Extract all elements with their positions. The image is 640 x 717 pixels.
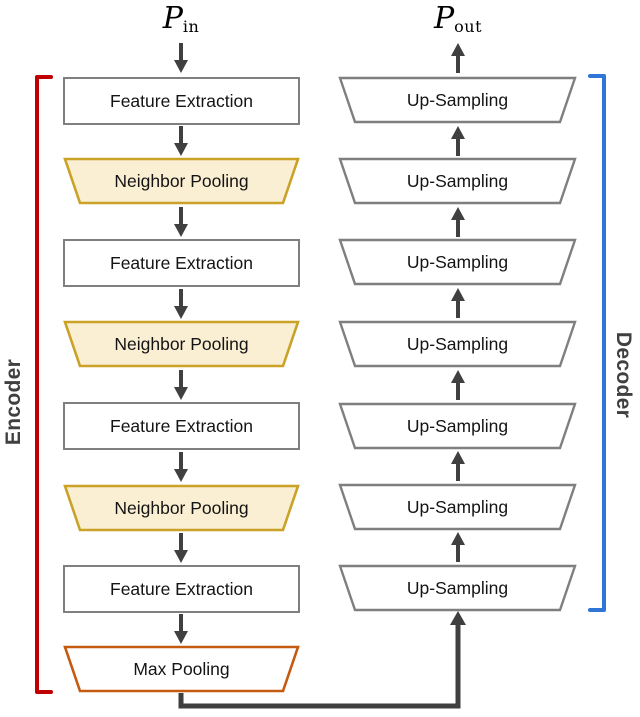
decoder-node-up-sampling-7: Up-Sampling bbox=[338, 564, 577, 612]
node-label: Feature Extraction bbox=[110, 90, 253, 111]
down-arrow-icon bbox=[174, 533, 188, 563]
down-arrow-icon bbox=[174, 452, 188, 482]
output-symbol: P bbox=[433, 1, 455, 36]
node-label: Neighbor Pooling bbox=[114, 170, 249, 191]
up-arrow-icon bbox=[451, 126, 465, 156]
node-label: Up-Sampling bbox=[406, 251, 509, 272]
down-arrow-icon bbox=[174, 614, 188, 644]
encoder-bracket bbox=[35, 75, 53, 694]
encoder-node-feature-extraction-2: Feature Extraction bbox=[63, 239, 300, 287]
node-label: Up-Sampling bbox=[406, 89, 509, 110]
up-arrow-icon bbox=[451, 288, 465, 318]
encoder-node-feature-extraction-3: Feature Extraction bbox=[63, 402, 300, 450]
decoder-bracket bbox=[588, 74, 606, 612]
encoder-node-neighbor-pooling-2: Neighbor Pooling bbox=[63, 320, 300, 368]
encoder-node-max-pooling: Max Pooling bbox=[63, 645, 300, 693]
decoder-node-up-sampling-1: Up-Sampling bbox=[338, 76, 577, 124]
node-label: Up-Sampling bbox=[406, 170, 509, 191]
node-label: Neighbor Pooling bbox=[114, 333, 249, 354]
decoder-node-up-sampling-4: Up-Sampling bbox=[338, 320, 577, 368]
input-subscript: in bbox=[182, 17, 200, 37]
down-arrow-icon bbox=[174, 370, 188, 400]
down-arrow-icon bbox=[174, 289, 188, 319]
node-label: Feature Extraction bbox=[110, 252, 253, 273]
encoder-node-feature-extraction-4: Feature Extraction bbox=[63, 565, 300, 613]
down-arrow-icon bbox=[174, 43, 188, 73]
up-arrow-icon bbox=[451, 43, 465, 73]
connector-arrowhead-icon bbox=[450, 611, 466, 625]
node-label: Up-Sampling bbox=[406, 577, 509, 598]
node-label: Feature Extraction bbox=[110, 415, 253, 436]
output-subscript: out bbox=[454, 17, 483, 37]
node-label: Neighbor Pooling bbox=[114, 497, 249, 518]
decoder-node-up-sampling-6: Up-Sampling bbox=[338, 483, 577, 531]
node-label: Up-Sampling bbox=[406, 415, 509, 436]
down-arrow-icon bbox=[174, 126, 188, 156]
node-label: Max Pooling bbox=[133, 658, 230, 679]
decoder-node-up-sampling-3: Up-Sampling bbox=[338, 238, 577, 286]
up-arrow-icon bbox=[451, 207, 465, 237]
up-arrow-icon bbox=[451, 370, 465, 400]
encoder-node-feature-extraction-1: Feature Extraction bbox=[63, 77, 300, 125]
node-label: Up-Sampling bbox=[406, 496, 509, 517]
up-arrow-icon bbox=[451, 532, 465, 562]
decoder-node-up-sampling-5: Up-Sampling bbox=[338, 402, 577, 450]
down-arrow-icon bbox=[174, 207, 188, 237]
up-arrow-icon bbox=[451, 451, 465, 481]
encoder-node-neighbor-pooling-1: Neighbor Pooling bbox=[63, 157, 300, 205]
output-label: Pout bbox=[378, 1, 538, 37]
decoder-node-up-sampling-2: Up-Sampling bbox=[338, 157, 577, 205]
input-symbol: P bbox=[162, 1, 183, 36]
input-label: Pin bbox=[101, 1, 261, 37]
encoder-label: Encoder bbox=[2, 358, 25, 446]
node-label: Up-Sampling bbox=[406, 333, 509, 354]
encoder-node-neighbor-pooling-3: Neighbor Pooling bbox=[63, 484, 300, 532]
decoder-label: Decoder bbox=[612, 331, 635, 419]
node-label: Feature Extraction bbox=[110, 578, 253, 599]
